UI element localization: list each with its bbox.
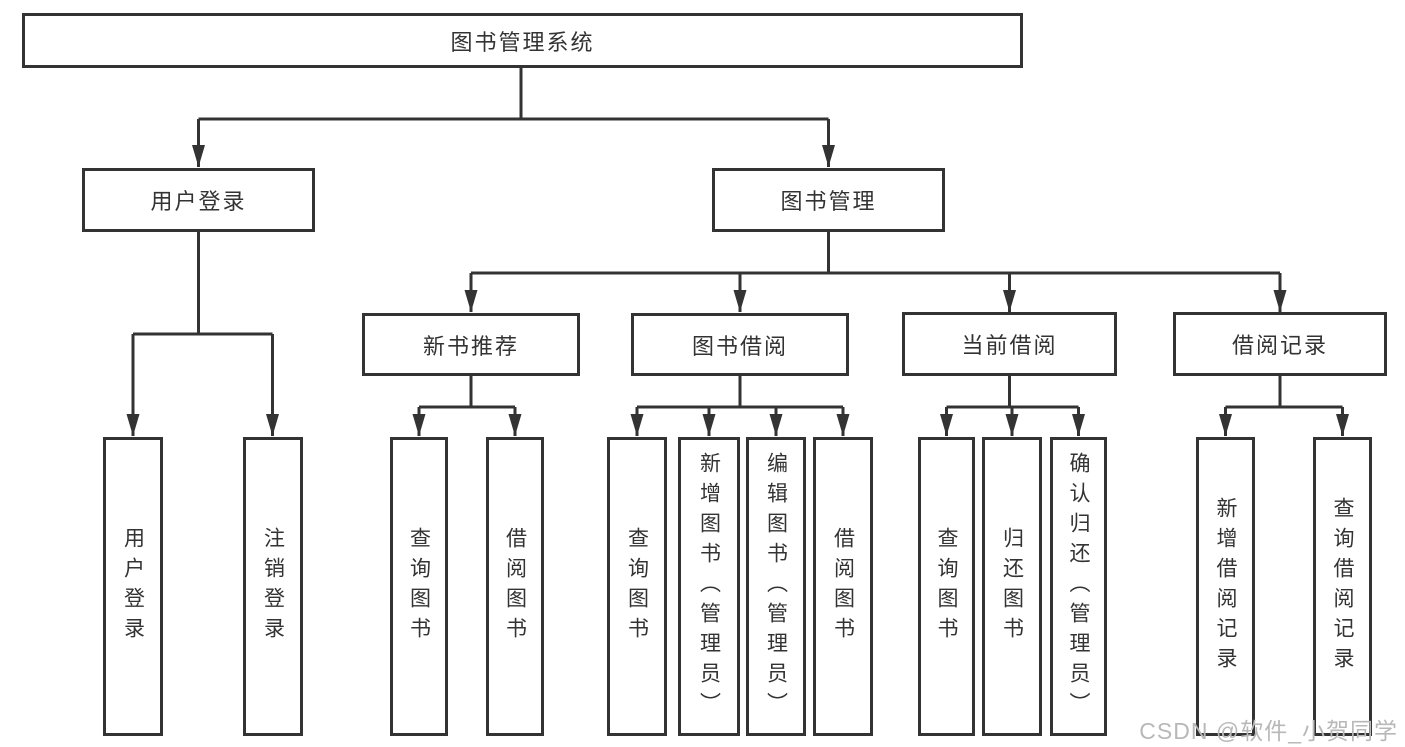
node-book-management: 图书管理 (712, 168, 945, 232)
csdn-watermark: CSDN @软件_小贺同学 (1139, 718, 1398, 744)
leaf-logout-login: 注销登录 (243, 437, 303, 736)
node-current-borrow: 当前借阅 (902, 312, 1117, 376)
node-borrow-records: 借阅记录 (1173, 312, 1387, 376)
leaf-query-borrow-record: 查询借阅记录 (1313, 437, 1372, 736)
node-library-system: 图书管理系统 (22, 13, 1023, 68)
leaf-add-book-admin: 新增图书（管理员） (678, 437, 740, 736)
leaf-borrow-books-recommend: 借阅图书 (486, 437, 544, 736)
leaf-return-books: 归还图书 (982, 437, 1042, 736)
node-book-borrow: 图书借阅 (631, 313, 849, 376)
leaf-query-books-recommend: 查询图书 (390, 437, 448, 736)
leaf-borrow-books: 借阅图书 (813, 437, 873, 736)
leaf-edit-book-admin: 编辑图书（管理员） (746, 437, 806, 736)
leaf-query-books-borrow: 查询图书 (607, 437, 667, 736)
leaf-confirm-return-admin: 确认归还（管理员） (1050, 437, 1107, 736)
leaf-query-books-current: 查询图书 (918, 437, 975, 736)
node-user-login: 用户登录 (82, 168, 315, 232)
node-new-book-recommend: 新书推荐 (362, 313, 580, 376)
leaf-add-borrow-record: 新增借阅记录 (1196, 437, 1255, 736)
leaf-user-login: 用户登录 (103, 437, 163, 736)
